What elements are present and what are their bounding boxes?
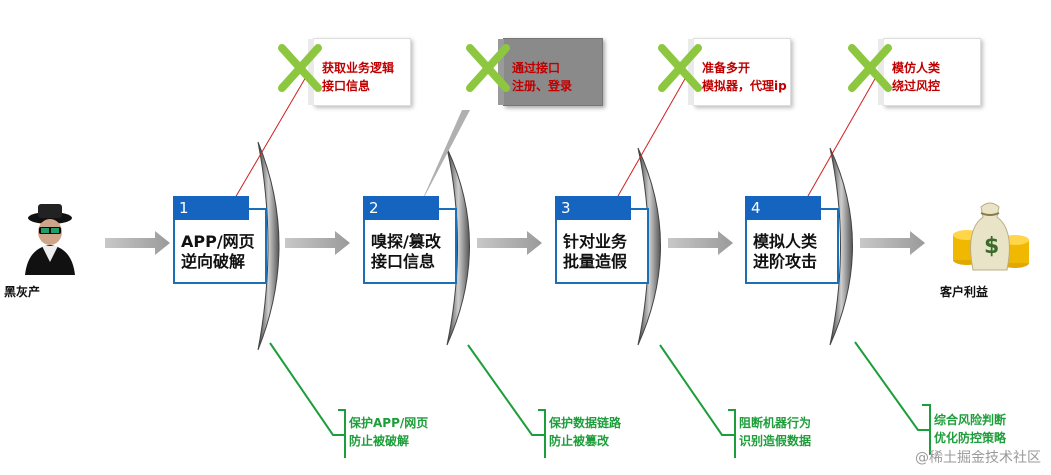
arrow-3 <box>477 231 542 255</box>
attack-card-3: 准备多开 模拟器，代理ip <box>688 38 791 106</box>
attack-text-4: 模仿人类 绕过风控 <box>892 61 941 93</box>
attack-card-4: 模仿人类 绕过风控 <box>878 38 981 106</box>
step-box-4: 4 模拟人类 进阶攻击 <box>745 196 839 284</box>
step-box-2: 2 嗅探/篡改 接口信息 <box>363 196 457 284</box>
watermark: @稀土掘金技术社区 <box>915 450 1041 466</box>
step-box-1: 1 APP/网页 逆向破解 <box>173 196 267 284</box>
callout-pointer <box>420 110 470 205</box>
step-box-3: 3 针对业务 批量造假 <box>555 196 649 284</box>
target-label: 客户利益 <box>940 285 989 299</box>
arrow-4 <box>668 231 733 255</box>
step-text-3: 针对业务 批量造假 <box>563 232 628 271</box>
step-text-1: APP/网页 逆向破解 <box>181 232 255 271</box>
step-number-4: 4 <box>745 196 821 220</box>
attack-text-2: 通过接口 注册、登录 <box>512 61 573 93</box>
attacker-label: 黑灰产 <box>4 285 41 299</box>
hacker-avatar <box>20 200 80 275</box>
step-text-4: 模拟人类 进阶攻击 <box>753 232 818 271</box>
defense-text-3: 阻断机器行为 识别造假数据 <box>739 416 812 448</box>
attack-card-1: 获取业务逻辑 接口信息 <box>308 38 411 106</box>
svg-text:$: $ <box>984 234 999 259</box>
defense-connectors <box>269 341 931 458</box>
arrow-1 <box>105 231 170 255</box>
arrow-5 <box>860 231 925 255</box>
defense-text-1: 保护APP/网页 防止被破解 <box>349 416 429 448</box>
step-number-2: 2 <box>363 196 439 220</box>
shield-lenses <box>257 141 853 351</box>
flow-arrows <box>105 231 925 255</box>
defense-text-2: 保护数据链路 防止被篡改 <box>549 416 622 448</box>
shield-lens-1 <box>257 141 280 351</box>
step-text-2: 嗅探/篡改 接口信息 <box>371 232 441 271</box>
money-bag-icon: $ <box>945 195 1035 275</box>
attack-card-2: 通过接口 注册、登录 <box>498 38 603 106</box>
arrow-2 <box>285 231 350 255</box>
step-number-3: 3 <box>555 196 631 220</box>
attack-text-3: 准备多开 模拟器，代理ip <box>702 61 787 93</box>
attack-text-1: 获取业务逻辑 接口信息 <box>322 61 395 93</box>
defense-text-4: 综合风险判断 优化防控策略 <box>934 413 1007 445</box>
step-number-1: 1 <box>173 196 249 220</box>
